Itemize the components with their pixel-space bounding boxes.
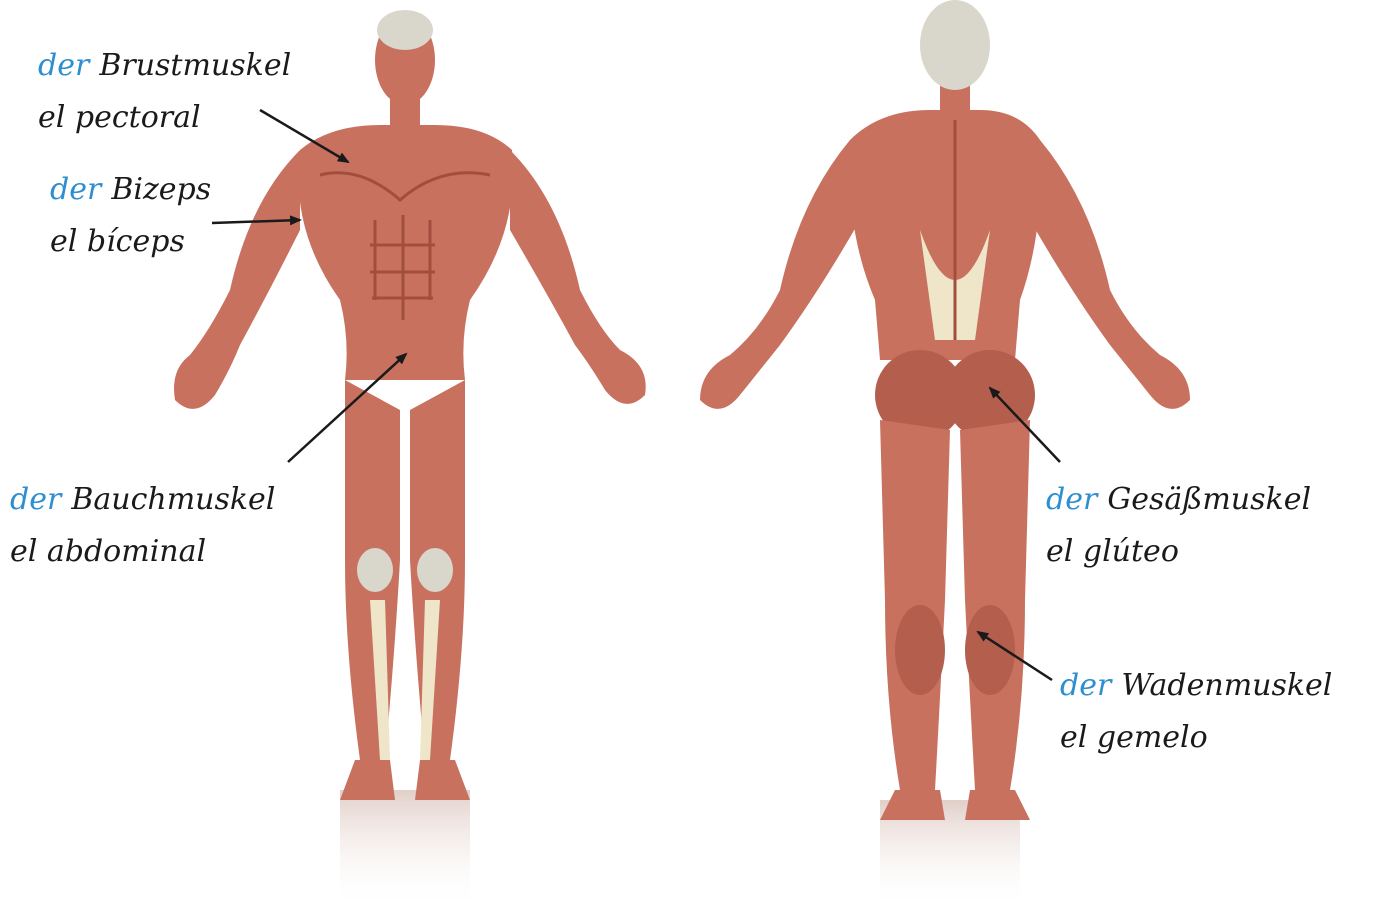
article-text: der [10,482,61,517]
german-term: Brustmuskel [99,48,291,83]
back-head [920,0,990,90]
front-torso [298,125,513,380]
article-text: der [1046,482,1097,517]
spanish-term: el bíceps [50,216,211,268]
front-head-top [377,10,433,50]
spanish-term: el abdominal [10,526,275,578]
german-term: Gesäßmuskel [1107,482,1311,517]
article-text: der [50,172,101,207]
german-term: Bizeps [111,172,211,207]
back-right-arm [700,140,860,409]
front-reflection [340,790,470,910]
spanish-term: el pectoral [38,92,291,144]
spanish-term: el gemelo [1060,712,1332,764]
back-body-figure [700,0,1190,910]
article-text: der [1060,668,1111,703]
label-brustmuskel: der Brustmuskel el pectoral [38,40,291,144]
back-left-arm [1030,140,1190,409]
spanish-term: el glúteo [1046,526,1311,578]
right-calf [895,605,945,695]
front-body-figure [174,10,646,910]
german-term: Wadenmuskel [1121,668,1332,703]
back-right-leg [880,420,950,790]
german-term: Bauchmuskel [71,482,275,517]
back-left-leg [960,420,1030,790]
label-bauchmuskel: der Bauchmuskel el abdominal [10,474,275,578]
front-right-knee [357,548,393,592]
label-wadenmuskel: der Wadenmuskel el gemelo [1060,660,1332,764]
front-left-arm [510,150,646,404]
label-gesaessmuskel: der Gesäßmuskel el glúteo [1046,474,1311,578]
front-shins [370,600,440,760]
front-left-knee [417,548,453,592]
article-text: der [38,48,89,83]
label-bizeps: der Bizeps el bíceps [50,164,211,268]
